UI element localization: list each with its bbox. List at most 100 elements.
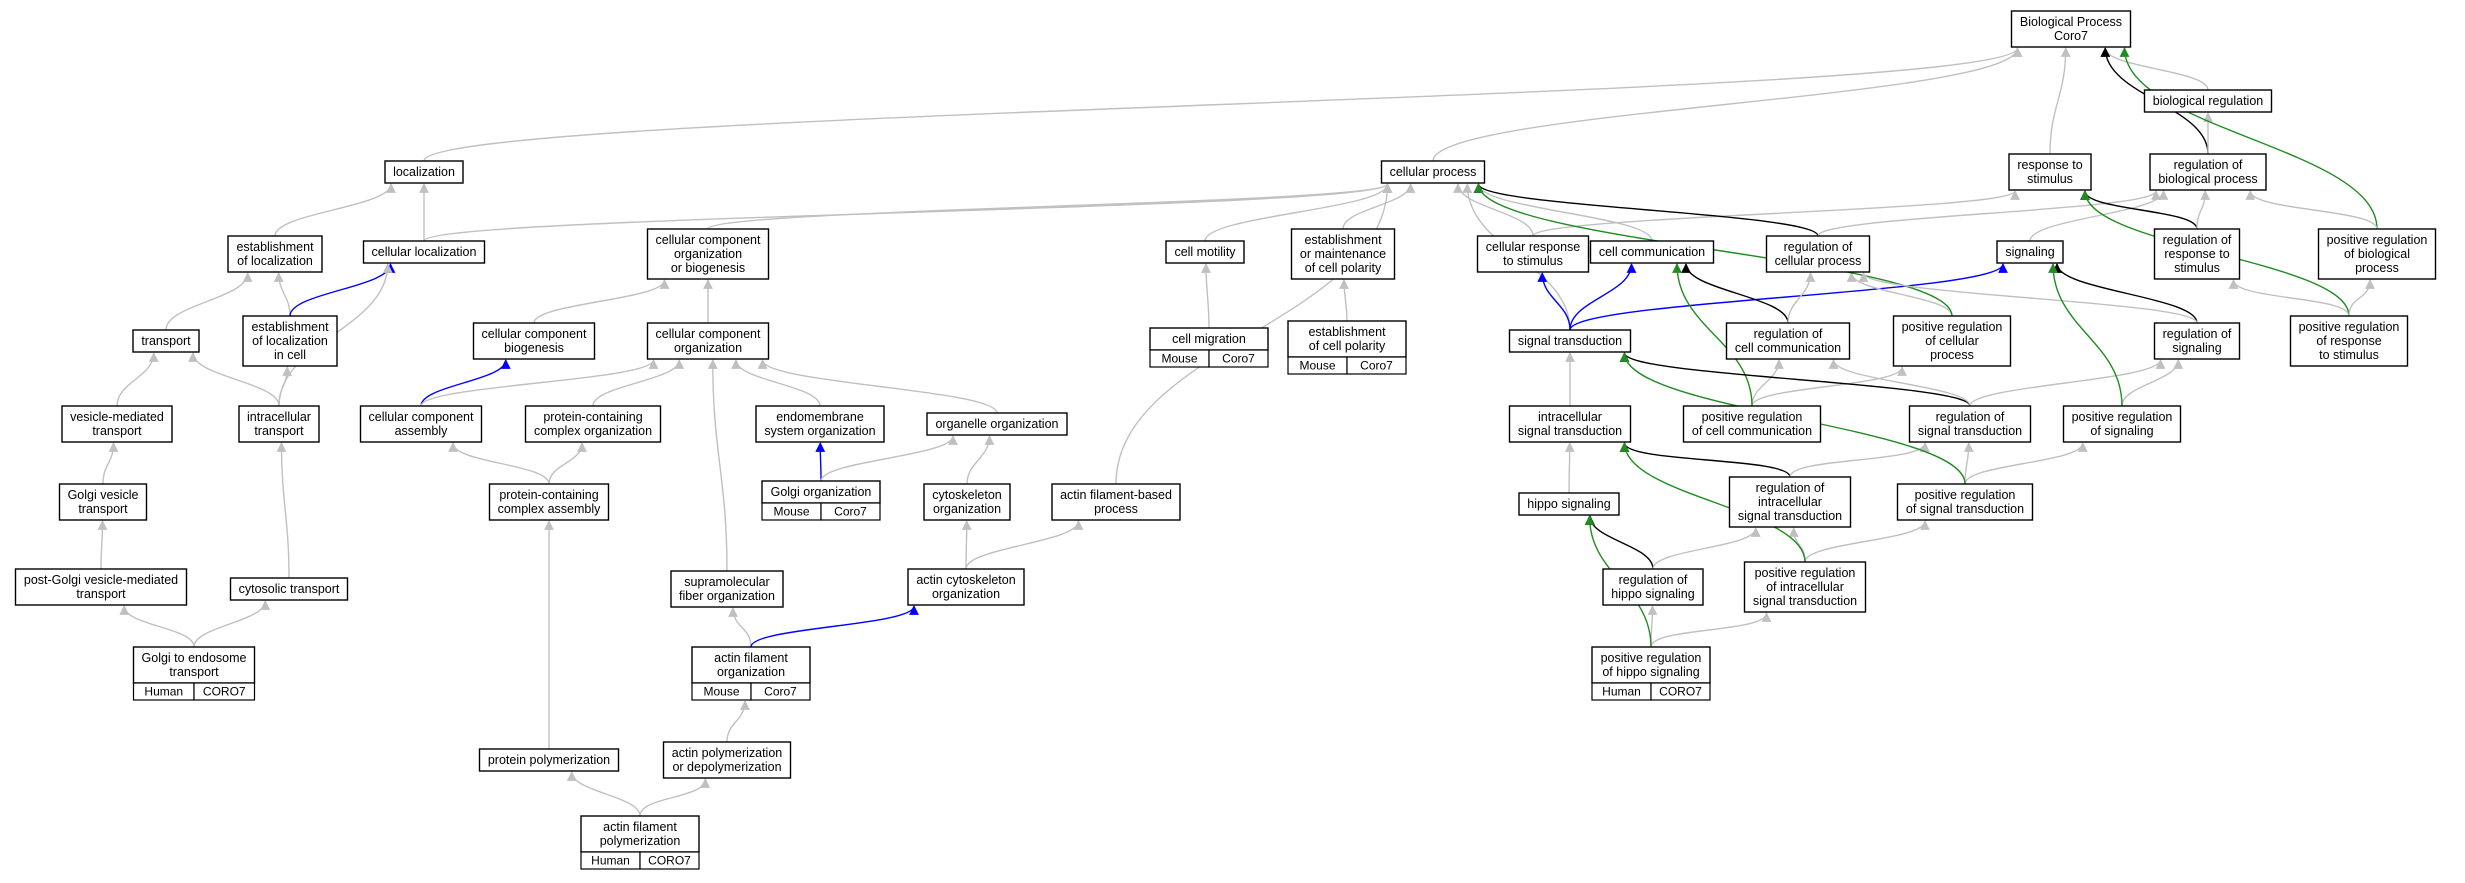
go-term-label: Golgi organization	[771, 485, 872, 499]
relation-edge-regulates	[1569, 263, 2008, 331]
go-term-node: cytosolic transport	[229, 577, 349, 601]
go-term-label: cytoskeleton	[932, 488, 1002, 502]
go-term-label: cellular localization	[372, 245, 477, 259]
relation-edge-is-a	[102, 442, 119, 485]
gene-label: CORO7	[1659, 685, 1702, 699]
go-term-label: signal transduction	[1738, 509, 1842, 523]
go-term-label: cellular component	[369, 410, 474, 424]
go-term-box	[1051, 483, 1181, 521]
go-term-label: actin filament	[714, 651, 788, 665]
go-term-label: organization	[674, 247, 742, 261]
go-term-label: complex assembly	[498, 502, 602, 516]
go-term-box	[229, 577, 349, 601]
go-term-label: of localization	[252, 334, 328, 348]
go-term-label: establishment	[1304, 233, 1382, 247]
relation-edge-is-a	[1846, 272, 1953, 317]
go-term-label: actin filament	[603, 820, 677, 834]
go-term-box	[926, 412, 1068, 436]
go-term-box	[362, 240, 486, 264]
go-term-label: cellular component	[656, 233, 761, 247]
gene-label: Coro7	[764, 685, 797, 699]
go-term-label: in cell	[274, 348, 306, 362]
go-term-label: cellular component	[482, 327, 587, 341]
go-term-box	[359, 405, 483, 443]
go-term-label: signaling	[2172, 341, 2221, 355]
go-term-label: of biological	[2344, 247, 2410, 261]
go-term-label: of cell polarity	[1305, 261, 1382, 275]
relation-edge-is-a	[2245, 190, 2378, 230]
go-term-label: process	[1094, 502, 1138, 516]
go-term-node: hippo signaling	[1518, 492, 1620, 516]
go-term-box	[2149, 153, 2267, 191]
edge-layer	[97, 47, 2378, 817]
go-term-label: establishment	[251, 320, 329, 334]
go-term-label: protein polymerization	[488, 753, 610, 767]
relation-edge-is-a	[1432, 47, 2023, 162]
relation-edge-is-a	[961, 520, 972, 570]
go-term-label: actin polymerization	[672, 746, 783, 760]
relation-edge-regulates	[815, 442, 826, 482]
go-term-box	[132, 329, 200, 353]
go-term-label: response to	[2017, 158, 2082, 172]
go-term-label: supramolecular	[684, 575, 769, 589]
go-term-box	[1380, 160, 1486, 184]
go-term-label: regulation of	[1754, 327, 1823, 341]
relation-edge-is-a	[423, 47, 2023, 162]
go-term-box	[1728, 476, 1852, 528]
go-term-label: organelle organization	[935, 417, 1058, 431]
go-term-box	[478, 748, 620, 772]
go-term-label: cell communication	[1735, 341, 1841, 355]
go-term-box	[14, 568, 188, 606]
go-term-label: regulation of	[2174, 158, 2243, 172]
go-term-box	[2010, 10, 2132, 48]
go-term-box	[472, 322, 596, 360]
go-term-label: of localization	[237, 254, 313, 268]
go-term-label: regulation of	[2163, 233, 2232, 247]
relation-edge-is-a	[276, 442, 290, 579]
relation-edge-positively-regulates	[1672, 263, 1753, 407]
go-term-box	[2289, 315, 2409, 367]
relation-edge-is-a	[1788, 527, 1806, 563]
go-term-label: actin cytoskeleton	[916, 573, 1015, 587]
go-term-box	[1996, 240, 2064, 264]
go-term-box	[1290, 228, 1396, 280]
gene-label: CORO7	[648, 854, 691, 868]
relation-edge-part-of	[2052, 263, 2198, 324]
go-term-box	[1589, 240, 1715, 264]
relation-edge-is-a	[2196, 190, 2211, 230]
go-term-label: signal transduction	[1918, 424, 2022, 438]
relation-edge-is-a	[165, 272, 253, 331]
relation-edge-is-a	[1652, 527, 1761, 570]
go-term-box	[384, 160, 464, 184]
go-term-box	[1602, 568, 1704, 606]
relation-edge-part-of	[1585, 515, 1654, 570]
relation-edge-is-a	[1201, 263, 1211, 329]
relation-edge-is-a	[274, 183, 396, 237]
go-term-label: localization	[393, 165, 455, 179]
relation-edge-is-a	[1804, 520, 1930, 563]
gene-cell	[193, 682, 256, 701]
go-term-box	[1508, 405, 1632, 443]
go-term-label: cytosolic transport	[239, 582, 340, 596]
gene-label: CORO7	[203, 685, 246, 699]
go-term-box	[1165, 240, 1245, 264]
go-term-label: regulation of	[1619, 573, 1688, 587]
go-term-label: transport	[78, 502, 128, 516]
species-label: Human	[591, 854, 630, 868]
